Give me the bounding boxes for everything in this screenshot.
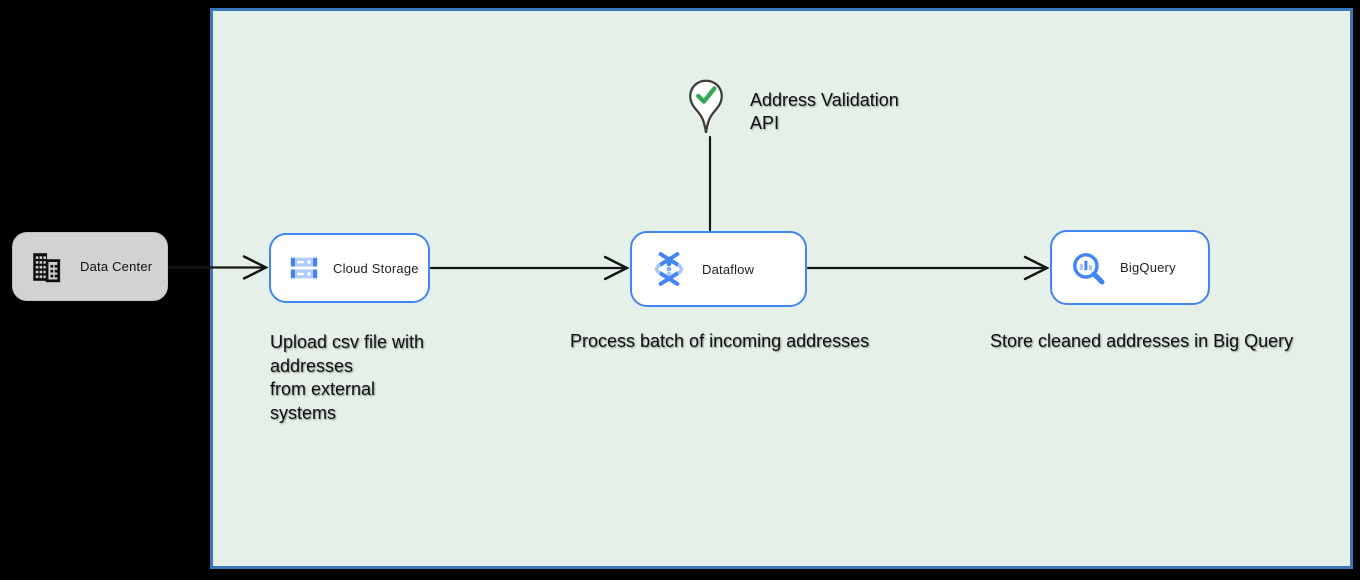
- node-data-center: Data Center: [12, 232, 168, 301]
- bigquery-icon: [1073, 252, 1105, 284]
- node-label: Dataflow: [702, 261, 755, 277]
- annotation-address-validation-api: Address Validation API: [750, 90, 899, 133]
- node-cloud-storage: Cloud Storage: [269, 233, 430, 303]
- caption-upload-csv: Upload csv file with addresses from exte…: [270, 332, 425, 423]
- cloud-storage-icon: [290, 257, 318, 279]
- node-bigquery: BigQuery: [1050, 230, 1210, 305]
- node-label: BigQuery: [1120, 260, 1176, 275]
- caption-process-batch: Process batch of incoming addresses: [570, 331, 870, 351]
- node-label: Data Center: [80, 259, 153, 274]
- node-dataflow: Dataflow: [630, 231, 807, 307]
- caption-store-cleaned: Store cleaned addresses in Big Query: [990, 331, 1294, 351]
- building-icon: [33, 252, 61, 282]
- map-pin-check-icon: [689, 79, 723, 133]
- dataflow-icon: [654, 252, 684, 286]
- node-label: Cloud Storage: [333, 260, 419, 276]
